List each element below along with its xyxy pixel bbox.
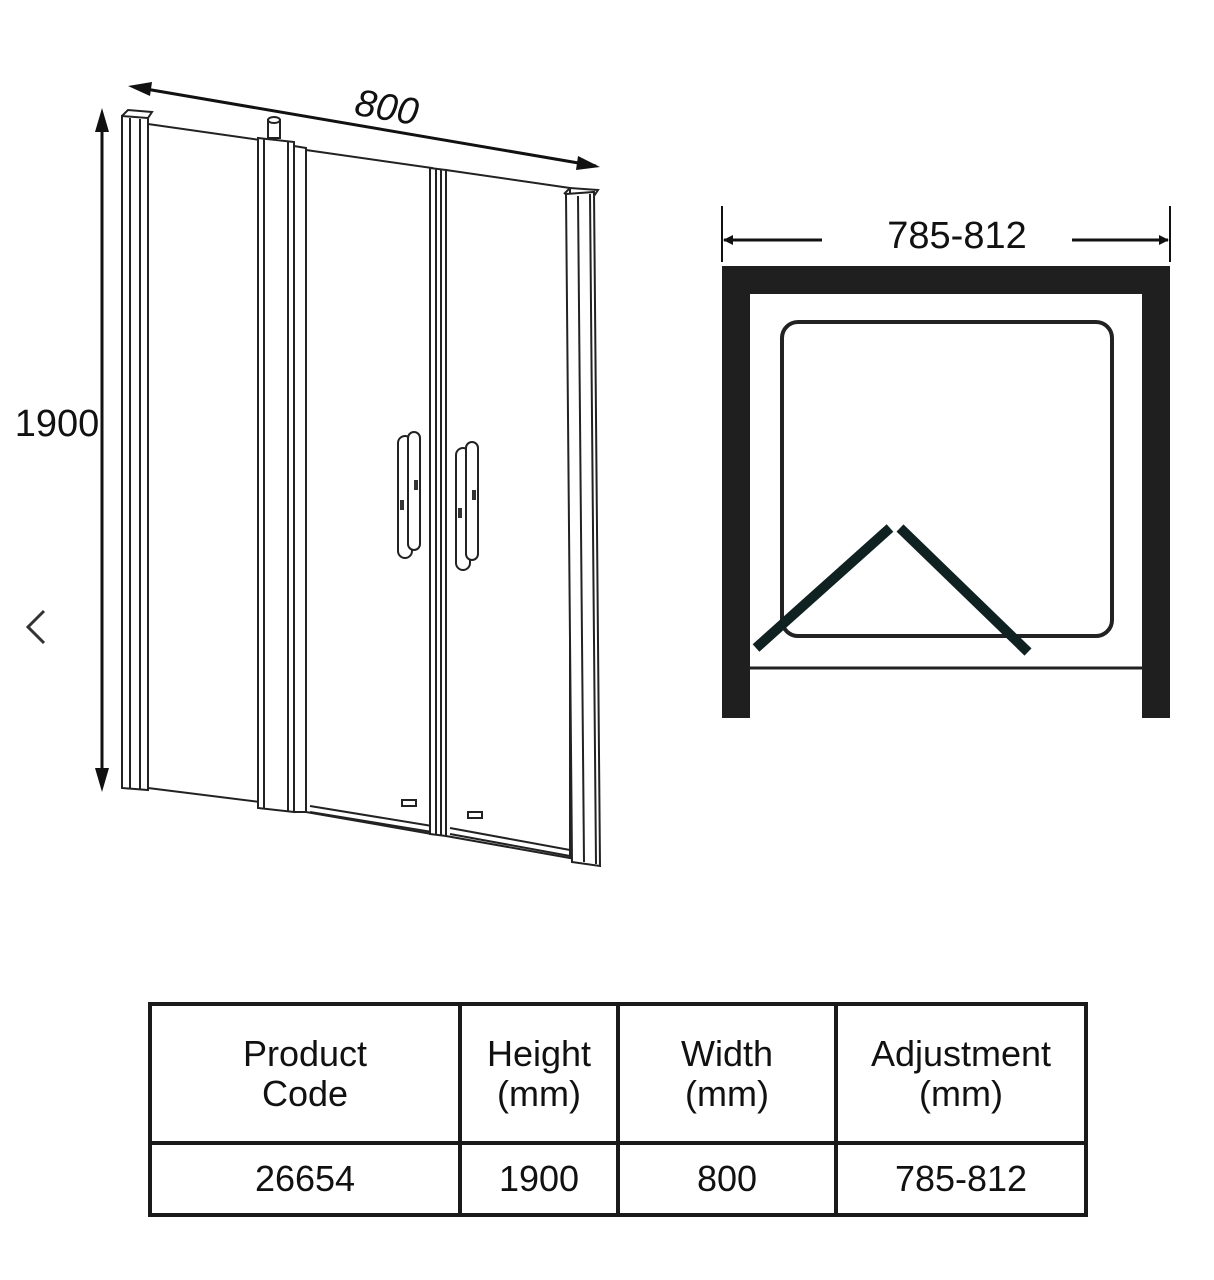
cell-height: 1900 [458, 1141, 620, 1217]
previous-button[interactable] [14, 600, 58, 654]
door-elevation-drawing [95, 82, 602, 868]
header-text: Code [261, 1072, 349, 1114]
plan-view-drawing [721, 206, 1171, 718]
header-height: Height (mm) [458, 1002, 620, 1145]
header-product-code: Product Code [148, 1002, 462, 1145]
header-text: Product [242, 1032, 368, 1074]
chevron-left-icon [25, 609, 46, 645]
left-handle [397, 431, 421, 559]
right-door-swing [896, 524, 1032, 656]
table-row: 26654 1900 800 785-812 [148, 1141, 1088, 1217]
header-text: Height [486, 1032, 592, 1074]
header-text: Adjustment [870, 1032, 1052, 1074]
enclosure-walls [722, 266, 1170, 718]
header-adjustment: Adjustment (mm) [834, 1002, 1088, 1145]
height-label: 1900 [15, 403, 100, 445]
table-header-row: Product Code Height (mm) Width (mm) Adju… [148, 1002, 1088, 1145]
adjustment-label: 785-812 [887, 215, 1026, 257]
header-width: Width (mm) [616, 1002, 838, 1145]
width-dimension-line [139, 86, 597, 168]
cell-adjustment: 785-812 [834, 1141, 1088, 1217]
header-text: (mm) [919, 1072, 1003, 1114]
product-diagram: 800 1900 785-812 [15, 82, 1171, 868]
header-text: (mm) [497, 1072, 581, 1114]
header-text: (mm) [685, 1072, 769, 1114]
specification-table: Product Code Height (mm) Width (mm) Adju… [148, 1002, 1088, 1217]
left-door-swing [752, 524, 894, 652]
width-label: 800 [352, 82, 421, 134]
cell-width: 800 [616, 1141, 838, 1217]
right-handle [455, 441, 479, 571]
cell-product-code: 26654 [148, 1141, 462, 1217]
shower-tray [780, 320, 1114, 638]
header-text: Width [680, 1032, 774, 1074]
